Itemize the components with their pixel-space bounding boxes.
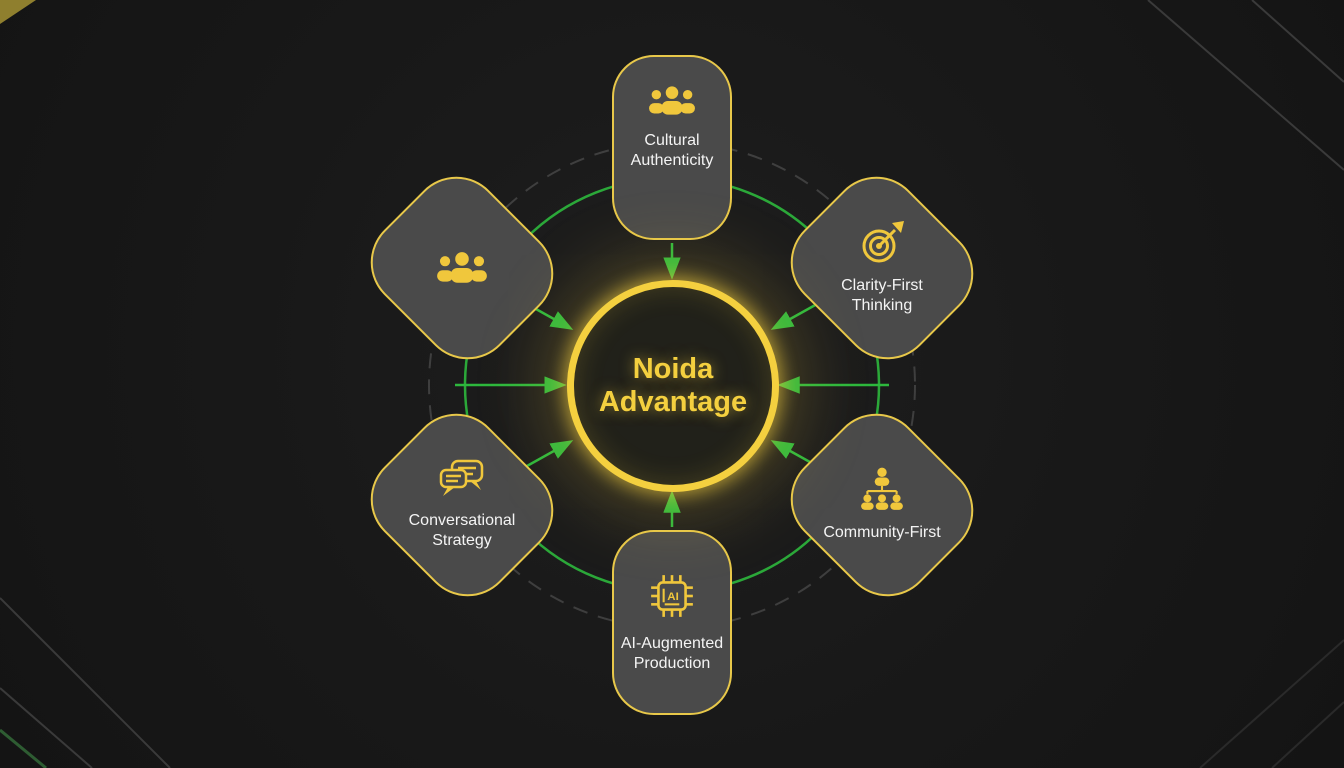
center-hub: Noida Advantage <box>567 280 779 492</box>
node-label: Cultural Authenticity <box>630 132 714 169</box>
people-icon <box>437 252 487 283</box>
ai-chip-icon: AI <box>651 575 693 617</box>
chat-icon <box>439 459 484 496</box>
node-label: Conversational Strategy <box>408 512 516 549</box>
node-conversational-strategy: Conversational Strategy <box>351 394 573 616</box>
center-hub-label: Noida Advantage <box>598 352 748 418</box>
node-label: Community-First <box>823 524 941 541</box>
node-shape <box>612 55 732 240</box>
chip-text: AI <box>667 591 678 603</box>
node-cultural-authenticity: Cultural Authenticity <box>612 55 732 240</box>
node-community-first: Community-First <box>771 394 993 616</box>
node-ai-augmented-production: AI AI-Augmented Production <box>612 530 732 715</box>
node-label: AI-Augmented Production <box>620 635 724 672</box>
target-icon <box>862 221 904 263</box>
node-audience <box>351 157 573 379</box>
node-clarity-first-thinking: Clarity-First Thinking <box>771 157 993 379</box>
people-icon <box>649 86 695 115</box>
corner-accent-bottom-left <box>0 728 47 768</box>
corner-accent-top-left <box>0 0 36 24</box>
org-chart-icon <box>861 467 903 510</box>
node-shape <box>612 530 732 715</box>
node-label: Clarity-First Thinking <box>841 277 923 314</box>
